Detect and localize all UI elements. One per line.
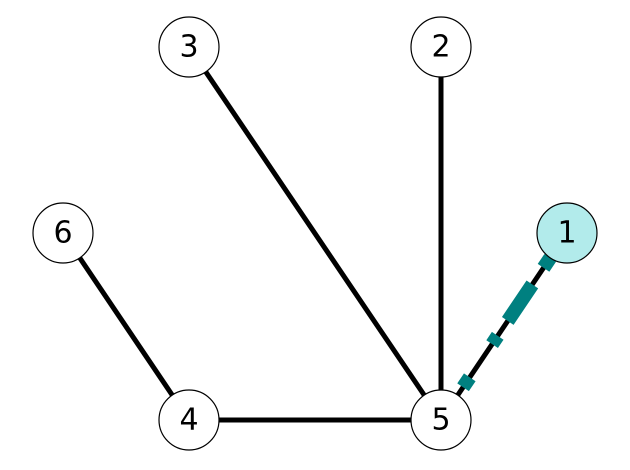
node-5-circle	[410, 389, 472, 451]
node-6: 6	[32, 202, 94, 264]
node-1: 1	[536, 202, 598, 264]
node-3: 3	[158, 16, 220, 78]
node-2-label: 2	[431, 30, 450, 65]
node-2: 2	[410, 16, 472, 78]
edge-1-5	[455, 256, 553, 397]
node-3-circle	[158, 16, 220, 78]
node-6-label: 6	[53, 216, 72, 251]
edge-3-5	[203, 70, 427, 397]
nodes-layer: 1 2 3 4 5 6	[32, 16, 598, 451]
node-6-circle	[32, 202, 94, 264]
node-5-label: 5	[431, 403, 450, 438]
node-1-circle	[536, 202, 598, 264]
node-1-label: 1	[557, 216, 576, 251]
edges-layer	[77, 70, 557, 423]
node-4: 4	[158, 389, 220, 451]
node-4-circle	[158, 389, 220, 451]
node-4-label: 4	[179, 403, 198, 438]
node-5: 5	[410, 389, 472, 451]
node-3-label: 3	[179, 30, 198, 65]
edge-6-4	[77, 256, 175, 397]
node-2-circle	[410, 16, 472, 78]
